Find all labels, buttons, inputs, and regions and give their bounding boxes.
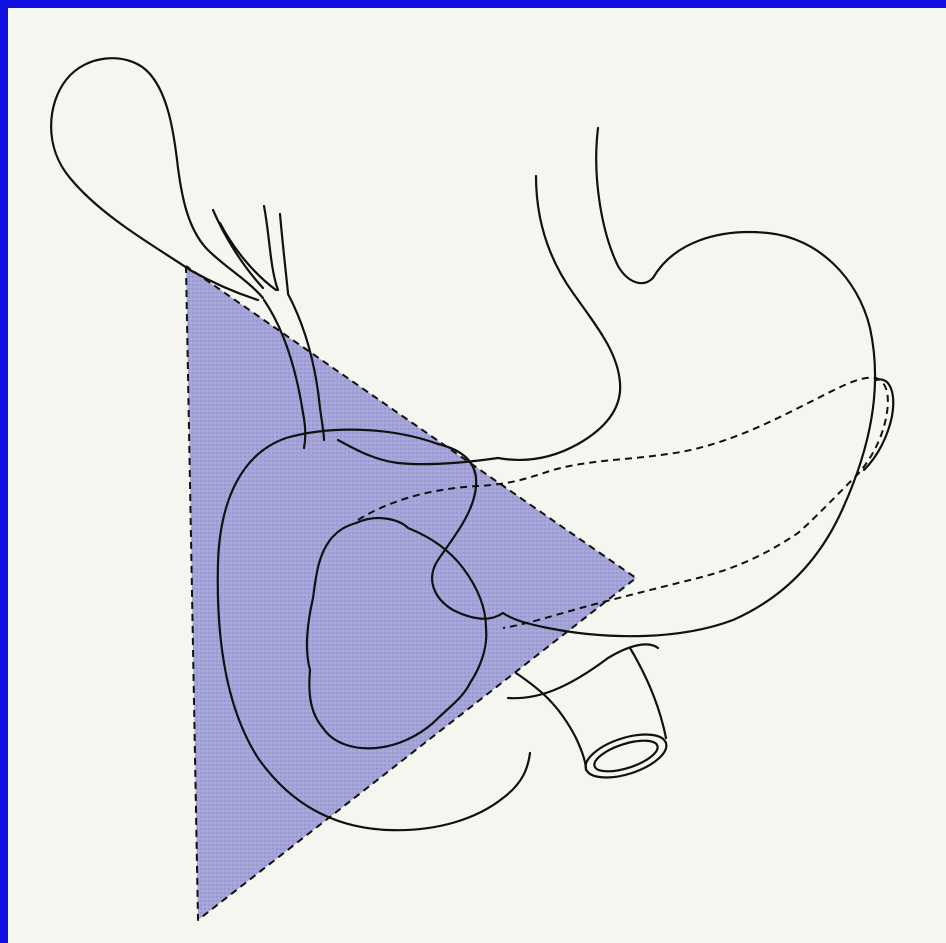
frame-top-border [0,0,946,8]
jejunum-tube-right [630,648,666,738]
anatomy-figure [8,8,946,943]
esophagus-right [596,128,653,283]
hepatic-duct-right-2 [280,214,288,293]
jejunum-opening [580,726,671,786]
anatomy-diagram [8,8,946,943]
jejunum-opening-inner [591,734,661,777]
frame-left-border [0,0,8,943]
gallbladder [51,58,263,298]
pancreas-tail [864,379,893,470]
shaded-triangle [186,266,636,920]
jejunum-tube-left [516,673,586,770]
hepatic-duct-right [264,206,278,290]
